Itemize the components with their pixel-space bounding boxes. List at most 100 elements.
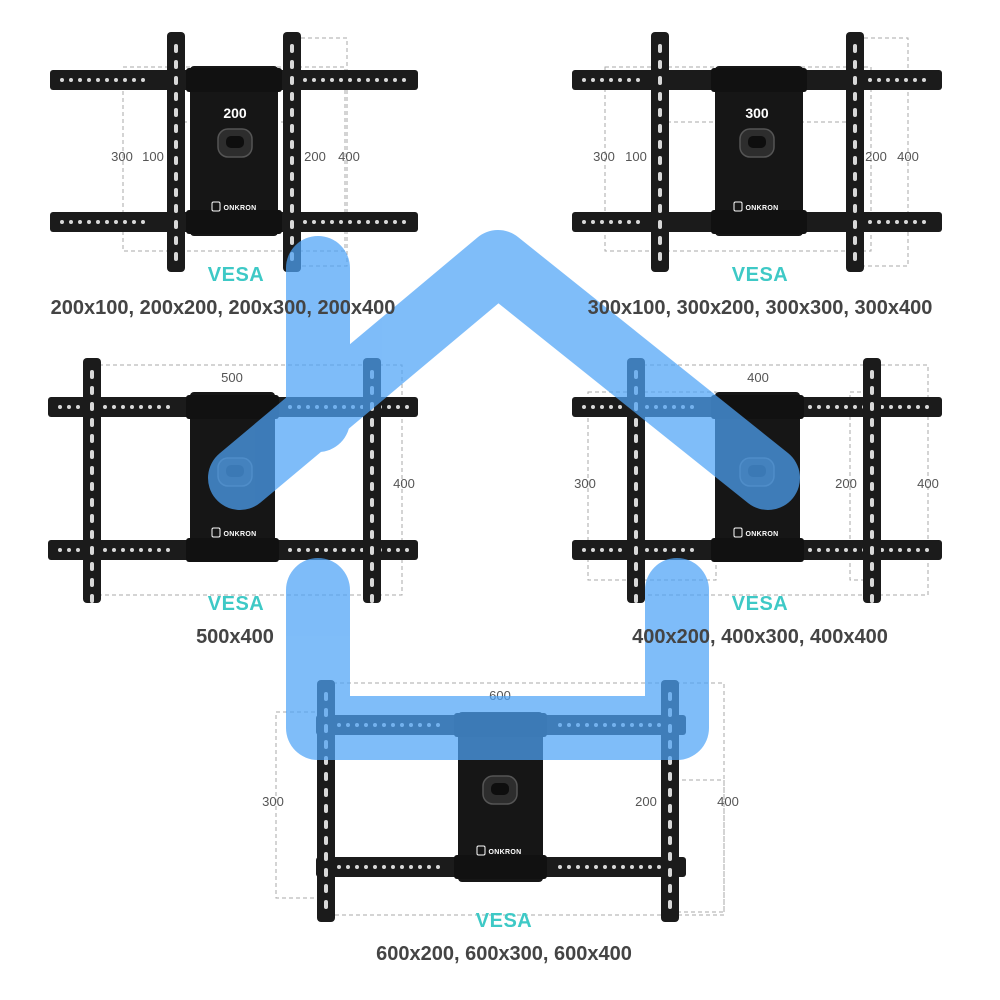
rail-hole [393, 78, 397, 82]
rail-hole [315, 548, 319, 552]
arm-slot [658, 220, 662, 229]
arm-slot [658, 44, 662, 53]
arm-slot [174, 236, 178, 245]
arm-slot [174, 140, 178, 149]
rail-hole [904, 220, 908, 224]
rail-hole [306, 548, 310, 552]
brand-name: ONKRON [224, 531, 257, 538]
rail-hole [886, 78, 890, 82]
rail-hole [105, 220, 109, 224]
rail-hole [351, 548, 355, 552]
arm-slot [634, 450, 638, 459]
rail-hole [889, 548, 893, 552]
rail-hole [648, 865, 652, 869]
vertical-arm-2 [846, 32, 864, 272]
rail-hole [627, 220, 631, 224]
arm-slot [174, 92, 178, 101]
rail-hole [333, 548, 337, 552]
arm-slot [658, 156, 662, 165]
arm-slot [174, 172, 178, 181]
rail-hole [835, 405, 839, 409]
rail-hole [69, 220, 73, 224]
rail-hole [105, 78, 109, 82]
rail-hole [132, 78, 136, 82]
rail-hole [393, 220, 397, 224]
rail-hole [303, 220, 307, 224]
arm-slot [870, 498, 874, 507]
rail-hole [877, 78, 881, 82]
arm-slot [870, 530, 874, 539]
rail-hole [639, 865, 643, 869]
arm-slot [658, 236, 662, 245]
rail-hole [348, 78, 352, 82]
arm-slot [174, 76, 178, 85]
plate-clamp-top [711, 68, 807, 92]
rail-hole [396, 405, 400, 409]
dimension-label-100: 100 [625, 149, 647, 164]
vertical-arm-1 [627, 358, 645, 603]
arm-slot [290, 172, 294, 181]
rail-hole [112, 405, 116, 409]
arm-slot [853, 124, 857, 133]
rail-hole [886, 220, 890, 224]
rail-hole [67, 548, 71, 552]
arm-slot [290, 92, 294, 101]
arm-slot [853, 60, 857, 69]
arm-slot [658, 92, 662, 101]
arm-slot [290, 140, 294, 149]
sizes-label-5: 600x200, 600x300, 600x400 [376, 943, 632, 965]
vesa-label-2: VESA [731, 264, 789, 286]
rail-hole [567, 865, 571, 869]
rail-hole [405, 548, 409, 552]
rail-hole [844, 405, 848, 409]
arm-slot [290, 156, 294, 165]
arm-slot [658, 60, 662, 69]
arm-slot [853, 204, 857, 213]
arm-slot [90, 530, 94, 539]
rail-hole [576, 865, 580, 869]
arm-slot [174, 220, 178, 229]
sizes-label-4: 400x200, 400x300, 400x400 [632, 626, 888, 648]
rail-hole [582, 405, 586, 409]
rail-hole [654, 548, 658, 552]
arm-slot [634, 434, 638, 443]
arm-slot [634, 530, 638, 539]
rail-hole [355, 865, 359, 869]
dimension-label-300: 300 [574, 476, 596, 491]
dimension-label-200: 200 [835, 476, 857, 491]
arm-slot [870, 578, 874, 587]
rail-hole [600, 78, 604, 82]
plate-clamp-bottom [454, 855, 547, 879]
rail-hole [922, 220, 926, 224]
rail-hole [922, 78, 926, 82]
rail-hole [808, 405, 812, 409]
sizes-label-2: 300x100, 300x200, 300x300, 300x400 [587, 297, 933, 319]
arm-slot [324, 772, 328, 781]
rail-hole [582, 220, 586, 224]
brand-name: ONKRON [746, 205, 779, 212]
dimension-label-400: 400 [393, 476, 415, 491]
arm-slot [658, 172, 662, 181]
arm-slot [870, 482, 874, 491]
vertical-arm-1 [83, 358, 101, 603]
arm-slot [174, 124, 178, 133]
rail-hole [384, 78, 388, 82]
arm-slot [853, 252, 857, 261]
arm-slot [634, 418, 638, 427]
arm-slot [324, 788, 328, 797]
arm-slot [634, 498, 638, 507]
arm-slot [370, 594, 374, 603]
rail-hole [60, 220, 64, 224]
rail-hole [925, 548, 929, 552]
rail-hole [681, 548, 685, 552]
dimension-label-400: 400 [717, 794, 739, 809]
rail-hole [342, 548, 346, 552]
rail-hole [925, 405, 929, 409]
rail-hole [303, 78, 307, 82]
rail-hole [913, 220, 917, 224]
arm-slot [634, 594, 638, 603]
arm-slot [324, 868, 328, 877]
rail-hole [330, 78, 334, 82]
rail-hole [346, 865, 350, 869]
